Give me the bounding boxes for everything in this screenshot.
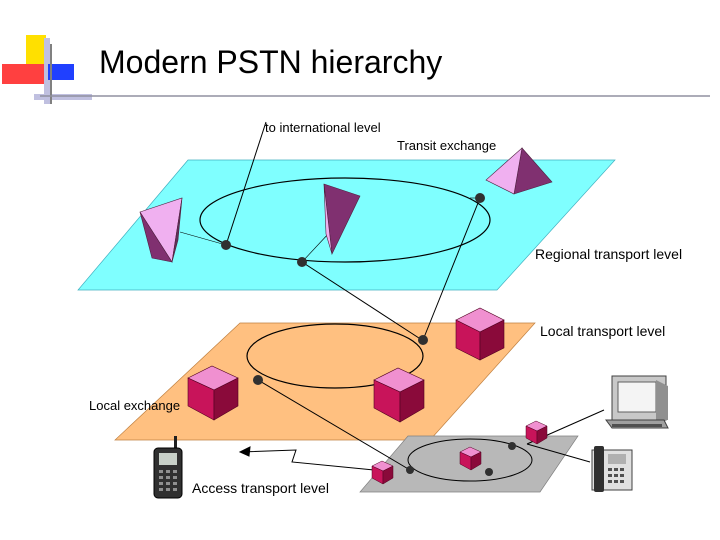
local-exchange-cube-1 [187, 365, 239, 421]
desk-telephone-icon [591, 446, 633, 492]
access-ring [407, 438, 533, 482]
title-logo [2, 35, 710, 104]
transit-exchange-prism-right [485, 147, 553, 195]
label-regional-level: Regional transport level [535, 246, 682, 262]
local-ring [246, 323, 424, 389]
page-title: Modern PSTN hierarchy [99, 44, 443, 80]
access-cube-2 [459, 446, 482, 471]
regional-ring [199, 177, 491, 263]
mobile-phone-icon [153, 436, 183, 499]
label-transit-exchange: Transit exchange [397, 138, 496, 153]
local-exchange-cube-2 [373, 367, 425, 423]
network-nodes [221, 193, 516, 476]
regional-plane [77, 159, 616, 291]
access-cube-1 [371, 460, 394, 485]
label-access-level: Access transport level [192, 480, 329, 496]
local-exchange-cube-3 [455, 307, 505, 361]
label-local-exchange: Local exchange [89, 398, 180, 413]
label-international: to international level [265, 120, 381, 135]
computer-terminal-icon [605, 375, 669, 429]
access-cube-3 [525, 420, 548, 445]
transit-exchange-prism-center [323, 183, 361, 256]
transit-exchange-prism-left [139, 197, 183, 263]
label-local-transport-level: Local transport level [540, 323, 665, 339]
